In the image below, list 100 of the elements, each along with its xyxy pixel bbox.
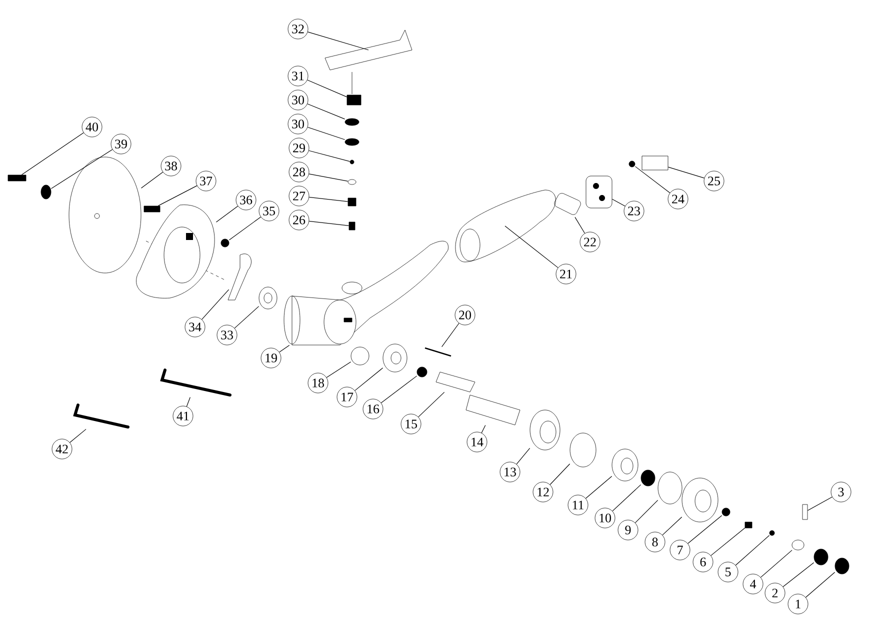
tool-part-drawing — [382, 344, 408, 372]
callout-number: 9 — [618, 520, 638, 540]
callout-number: 30 — [288, 114, 308, 134]
tool-part-drawing — [136, 204, 215, 298]
tool-part-drawing — [344, 118, 360, 126]
leader-line — [307, 126, 346, 140]
callout-number: 12 — [532, 482, 554, 502]
tool-part-drawing — [40, 184, 52, 200]
tool-part-drawing — [348, 179, 356, 185]
callout-number: 35 — [258, 200, 280, 222]
callout-number: 34 — [184, 316, 206, 338]
leader-line — [574, 216, 586, 234]
callout-number: 38 — [160, 156, 182, 176]
callout-number: 10 — [594, 508, 616, 528]
leader-line — [202, 289, 230, 320]
callout-number: 19 — [260, 348, 282, 368]
leader-line — [308, 196, 348, 202]
leader-line — [307, 104, 346, 120]
tool-part-drawing — [455, 190, 556, 262]
leader-line — [307, 80, 348, 98]
tool-part-drawing — [769, 530, 775, 536]
leader-line — [380, 376, 418, 404]
tool-part-drawing — [554, 193, 581, 215]
tool-part-drawing — [144, 206, 160, 212]
leader-line — [516, 448, 530, 464]
leader-line — [326, 362, 352, 378]
callout-number: 11 — [568, 494, 588, 516]
tool-part-drawing — [350, 160, 354, 164]
tool-part-drawing — [68, 156, 142, 274]
tool-part-drawing — [612, 448, 638, 482]
tool-part-drawing — [258, 286, 278, 310]
callout-number: 26 — [288, 210, 310, 230]
callout-number: 2 — [764, 582, 786, 604]
callout-number: 16 — [362, 398, 384, 420]
leader-line — [158, 185, 198, 206]
tool-part-drawing — [220, 238, 230, 248]
callout-number: 36 — [236, 190, 256, 210]
callout-number: 40 — [82, 116, 102, 138]
callout-number: 21 — [556, 264, 576, 284]
leader-line — [307, 32, 369, 50]
tool-part-drawing — [744, 522, 752, 528]
callout-number: 23 — [624, 200, 644, 222]
tool-part-drawing — [722, 508, 730, 516]
leader-line — [186, 396, 190, 407]
callout-number: 32 — [288, 18, 308, 40]
tool-part-drawing — [802, 504, 808, 520]
tool-part-drawing — [284, 240, 448, 346]
leader-line — [550, 464, 570, 485]
leader-line — [634, 166, 670, 194]
tool-part-drawing — [344, 138, 360, 146]
callout-number: 24 — [668, 188, 688, 210]
tool-part-drawing — [348, 198, 356, 206]
leader-line — [481, 424, 486, 434]
leader-line — [234, 306, 260, 328]
leader-line — [634, 500, 658, 524]
leader-line — [662, 516, 682, 536]
leader-line — [504, 226, 558, 268]
callout-number: 13 — [500, 462, 520, 482]
callout-number: 37 — [196, 170, 216, 192]
tool-part-drawing — [346, 94, 362, 106]
callout-number: 31 — [288, 66, 308, 86]
leader-line — [216, 206, 238, 222]
tool-part-drawing — [416, 366, 428, 378]
leader-line — [308, 174, 348, 182]
tool-part-drawing — [466, 394, 520, 426]
leader-line — [668, 166, 705, 178]
leader-line — [354, 368, 384, 391]
tool-part-drawing — [642, 156, 668, 170]
tool-part-drawing — [570, 432, 596, 468]
tool-part-drawing — [792, 540, 804, 550]
tool-part-drawing — [586, 176, 612, 208]
callout-number: 27 — [288, 186, 310, 206]
tool-part-drawing — [834, 558, 850, 574]
callout-number: 39 — [110, 134, 132, 154]
leader-line — [805, 572, 836, 598]
leader-line — [140, 172, 164, 188]
tool-part-drawing — [73, 404, 130, 428]
leader-line — [612, 484, 642, 512]
tool-part-drawing — [324, 30, 412, 70]
leader-line — [70, 428, 86, 443]
callout-number: 25 — [704, 170, 724, 192]
callout-number: 22 — [580, 232, 600, 252]
callout-number: 42 — [52, 438, 72, 460]
leader-line — [710, 528, 746, 556]
callout-number: 15 — [400, 414, 422, 434]
callout-number: 6 — [692, 552, 714, 572]
callout-number: 41 — [172, 406, 194, 426]
tool-part-drawing — [8, 174, 26, 182]
leader-line — [688, 515, 722, 544]
leader-line — [782, 562, 814, 588]
leader-line — [308, 150, 350, 162]
leader-line — [612, 198, 626, 206]
callout-number: 33 — [216, 324, 238, 346]
leader-line — [418, 392, 445, 418]
leader-line — [228, 216, 262, 240]
callout-number: 29 — [288, 138, 310, 158]
tool-part-drawing — [160, 368, 232, 396]
leader-line — [279, 344, 290, 352]
leader-line — [442, 322, 460, 348]
tool-part-drawing — [424, 347, 452, 357]
